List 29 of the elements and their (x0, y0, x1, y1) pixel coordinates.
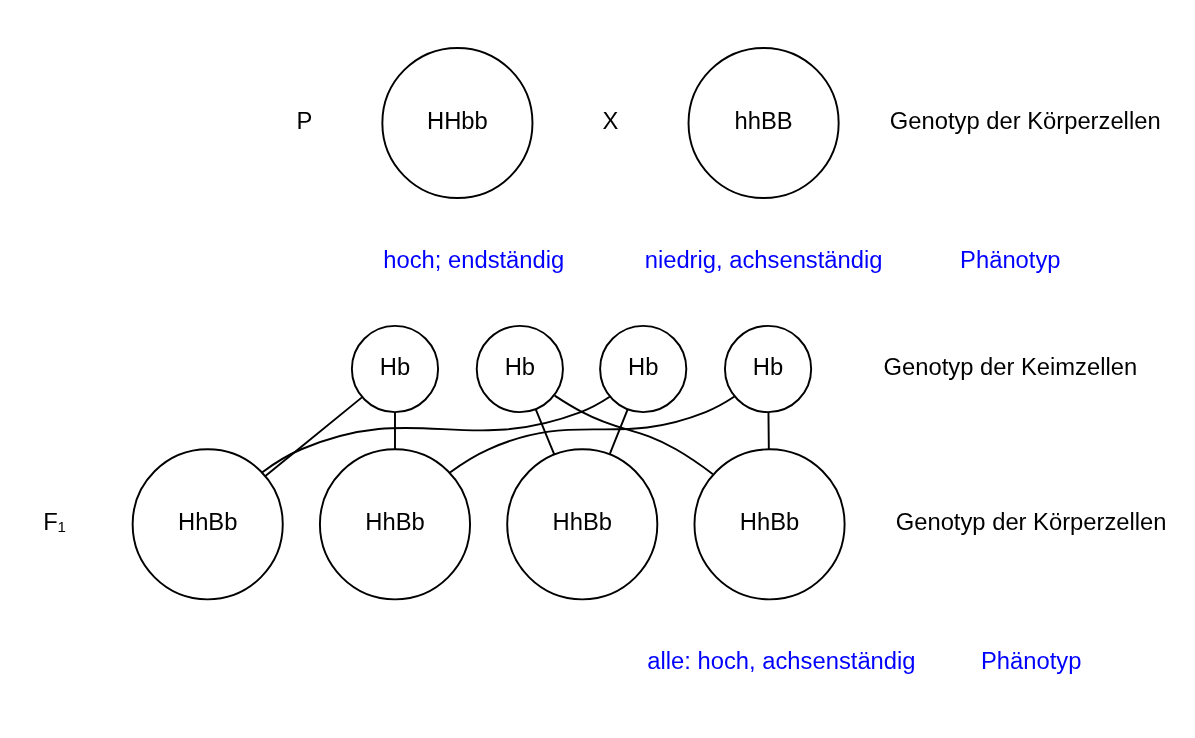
node-circle: HhBb (693, 448, 846, 601)
label: Genotyp der Körperzellen (895, 507, 1167, 535)
node-circle: Hb (350, 324, 440, 414)
connector (553, 394, 714, 476)
connector (264, 396, 363, 477)
label: Phänotyp (980, 646, 1082, 674)
connector (767, 411, 770, 450)
node-circle: Hb (599, 324, 688, 414)
node-circle: HHbb (381, 47, 534, 200)
connector (534, 408, 556, 456)
node-circle: Hb (475, 324, 564, 414)
label: alle: hoch, achsenständig (647, 646, 916, 674)
label: X (602, 106, 619, 134)
node-circle: HhBb (131, 448, 284, 601)
label: P (296, 106, 313, 134)
node-circle: HhBb (506, 448, 659, 601)
node-label: hoch; endständig (383, 245, 565, 273)
node-circle: HhBb (318, 448, 471, 601)
node-circle: hhBB (687, 47, 840, 200)
label: F₁ (43, 507, 66, 535)
node-circle: Hb (724, 324, 813, 414)
label: Phänotyp (960, 245, 1061, 273)
connector (449, 395, 736, 474)
connector (394, 411, 396, 450)
connector (608, 408, 629, 455)
connector (261, 395, 611, 474)
node-label: niedrig, achsenständig (644, 245, 883, 273)
label: Genotyp der Keimzellen (883, 352, 1138, 380)
label: Genotyp der Körperzellen (889, 106, 1161, 134)
